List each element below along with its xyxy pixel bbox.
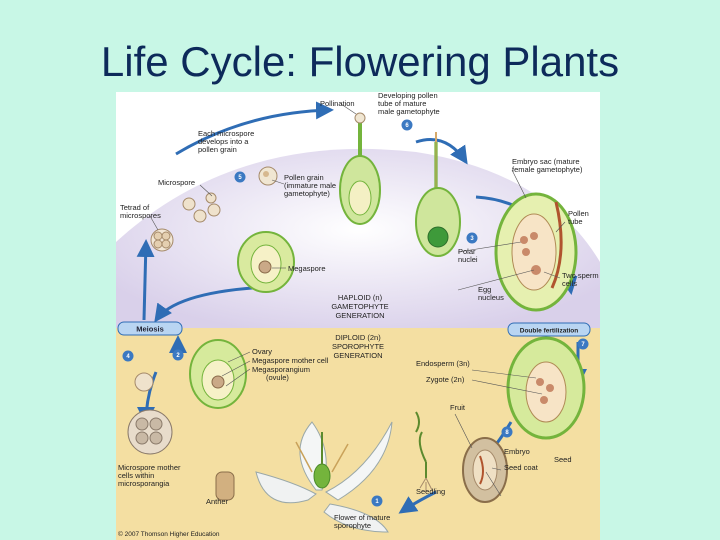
label-megaspore-mother-cell: Megaspore mother cell bbox=[252, 356, 329, 365]
label-pollen-tube-3: male gametophyte bbox=[378, 107, 440, 116]
pollinated-ovule bbox=[339, 112, 381, 225]
tetrad-illustration bbox=[150, 228, 174, 252]
step-badge-1: 1 bbox=[371, 495, 383, 507]
zygote-ovule bbox=[506, 336, 586, 440]
meiosis-pill bbox=[117, 321, 183, 336]
svg-text:8: 8 bbox=[505, 430, 509, 436]
arrow-megaspore bbox=[154, 285, 267, 323]
pollen-grain-illustration bbox=[258, 166, 278, 186]
label-two-sperm-2: cells bbox=[562, 279, 577, 288]
diploid-line-2: SPOROPHYTE bbox=[332, 342, 384, 351]
label-pollen-tube-2: tube of mature bbox=[378, 99, 426, 108]
label-polar-nuclei-2: nuclei bbox=[458, 255, 478, 264]
haploid-region bbox=[116, 148, 600, 328]
label-tetrad-1: Tetrad of bbox=[120, 203, 150, 212]
label-microspore-mother-2: cells within bbox=[118, 471, 154, 480]
step-badge-6: 6 bbox=[401, 119, 413, 131]
label-flower-2: sporophyte bbox=[334, 521, 371, 530]
label-microspore-mother-3: microsporangia bbox=[118, 479, 170, 488]
arrow-tetrad bbox=[136, 239, 155, 321]
diploid-line-1: DIPLOID (2n) bbox=[335, 333, 381, 342]
step-badge-2: 2 bbox=[172, 349, 184, 361]
leader-lines bbox=[149, 103, 566, 497]
step-badge-8: 8 bbox=[501, 426, 513, 438]
label-each-microspore-2: develops into a bbox=[198, 137, 249, 146]
label-seed-coat: Seed coat bbox=[504, 463, 539, 472]
label-megaspore: Megaspore bbox=[288, 264, 326, 273]
label-seed: Seed bbox=[554, 455, 572, 464]
life-cycle-diagram: Meiosis Double fertilization HAPLOID (n)… bbox=[116, 92, 600, 540]
label-two-sperm-1: Two sperm bbox=[562, 271, 599, 280]
arrow-tube bbox=[415, 138, 468, 165]
label-pollen-tube-a: Pollen bbox=[568, 209, 589, 218]
label-microspore-mother-1: Microspore mother bbox=[118, 463, 181, 472]
meiosis-label: Meiosis bbox=[136, 325, 164, 334]
label-seedling: Seedling bbox=[416, 487, 445, 496]
label-pollen-grain-2: (immature male bbox=[284, 181, 336, 190]
label-microspore: Microspore bbox=[158, 178, 195, 187]
svg-text:3: 3 bbox=[470, 236, 474, 242]
megaspore-ovule bbox=[237, 231, 295, 293]
step-badge-3: 3 bbox=[466, 232, 478, 244]
haploid-line-1: HAPLOID (n) bbox=[338, 293, 383, 302]
label-endosperm: Endosperm (3n) bbox=[416, 359, 470, 368]
label-ovary: Ovary bbox=[252, 347, 272, 356]
arrow-seedling bbox=[398, 490, 437, 514]
label-embryo: Embryo bbox=[504, 447, 530, 456]
label-polar-nuclei-1: Polar bbox=[458, 247, 476, 256]
label-zygote: Zygote (2n) bbox=[426, 375, 465, 384]
label-fruit: Fruit bbox=[450, 403, 466, 412]
label-anther: Anther bbox=[206, 497, 229, 506]
arrow-pollination bbox=[175, 101, 334, 156]
label-egg-nucleus-2: nucleus bbox=[478, 293, 504, 302]
haploid-line-2: GAMETOPHYTE bbox=[331, 302, 388, 311]
microsporangia-illustration bbox=[127, 372, 173, 455]
ovary-ovule bbox=[189, 339, 247, 409]
label-each-microspore-1: Each microspore bbox=[198, 129, 254, 138]
label-pollination: Pollination bbox=[320, 99, 355, 108]
label-megasporangium-2: (ovule) bbox=[266, 373, 289, 382]
label-tetrad-2: microspores bbox=[120, 211, 161, 220]
copyright: © 2007 Thomson Higher Education bbox=[118, 530, 220, 538]
label-pollen-tube-b: tube bbox=[568, 217, 583, 226]
label-pollen-grain-3: gametophyte) bbox=[284, 189, 330, 198]
label-pollen-grain-1: Pollen grain bbox=[284, 173, 324, 182]
flower-illustration bbox=[215, 421, 393, 533]
embryo-sac-illustration bbox=[494, 192, 578, 312]
label-megasporangium-1: Megasporangium bbox=[252, 365, 310, 374]
svg-text:7: 7 bbox=[581, 342, 585, 348]
double-fertilization-pill bbox=[507, 322, 591, 337]
label-embryo-sac-2: female gametophyte) bbox=[512, 165, 583, 174]
svg-text:4: 4 bbox=[126, 354, 130, 360]
step-badge-4: 4 bbox=[122, 350, 134, 362]
label-flower-1: Flower of mature bbox=[334, 513, 390, 522]
label-pollen-tube-1: Developing pollen bbox=[378, 92, 438, 100]
haploid-line-3: GENERATION bbox=[335, 311, 384, 320]
label-embryo-sac-1: Embryo sac (mature bbox=[512, 157, 580, 166]
slide-title: Life Cycle: Flowering Plants bbox=[100, 38, 620, 85]
step-badge-7: 7 bbox=[577, 338, 589, 350]
svg-text:5: 5 bbox=[238, 175, 242, 181]
seedling-illustration bbox=[418, 431, 433, 492]
life-cycle-svg: Meiosis Double fertilization HAPLOID (n)… bbox=[116, 92, 600, 540]
microspore-illustration bbox=[182, 192, 221, 223]
svg-text:1: 1 bbox=[375, 499, 379, 505]
fruit-illustration bbox=[415, 411, 508, 503]
diploid-line-3: GENERATION bbox=[333, 351, 382, 360]
step-badge-5: 5 bbox=[234, 171, 246, 183]
label-egg-nucleus-1: Egg bbox=[478, 285, 491, 294]
svg-text:6: 6 bbox=[405, 123, 409, 129]
tube-ovule bbox=[415, 132, 461, 257]
double-fertilization-label: Double fertilization bbox=[520, 328, 579, 335]
label-each-microspore-3: pollen grain bbox=[198, 145, 237, 154]
svg-text:2: 2 bbox=[176, 353, 180, 359]
